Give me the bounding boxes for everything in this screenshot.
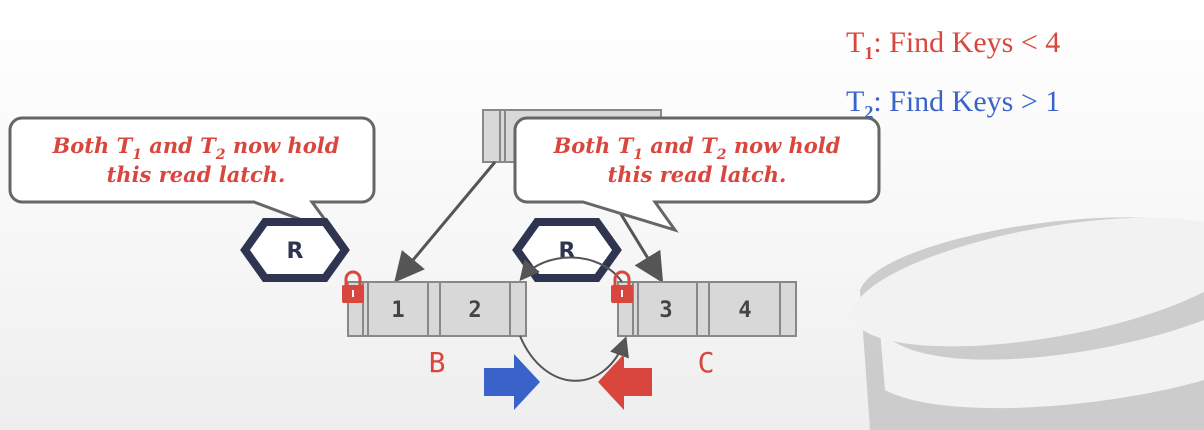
t2-title: T2: Find Keys > 1 [846,85,1060,122]
sibling-arrow-b-to-c [519,335,629,382]
node-c-label: C [698,346,715,379]
svg-text:Both T1 and T2 now hold: Both T1 and T2 now hold [52,133,340,163]
callout-left: Both T1 and T2 now hold this read latch. [8,116,376,236]
t1-title: T1: Find Keys < 4 [846,26,1060,63]
lock-icon [342,270,364,303]
callout-right: Both T1 and T2 now hold this read latch. [513,116,881,233]
node-c: 3 4 [617,281,797,337]
node-c-key-3: 3 [659,298,672,323]
node-b: 1 2 [347,281,527,337]
lock-icon [611,270,633,303]
node-c-key-4: 4 [738,298,751,323]
blue-right-arrow-icon [484,354,540,410]
node-b-label: B [429,346,446,379]
red-left-arrow-icon [598,354,652,410]
svg-text:this read latch.: this read latch. [608,162,787,187]
read-latch-left: R [240,218,350,282]
root-to-b-arrow [394,161,497,283]
svg-text:R: R [287,239,304,264]
sibling-arrow-c-to-b [519,256,623,283]
svg-text:this read latch.: this read latch. [107,162,286,187]
svg-text:Both T1 and T2 now hold: Both T1 and T2 now hold [553,133,841,163]
node-b-key-2: 2 [468,298,481,323]
database-icon [852,217,1204,430]
node-b-key-1: 1 [391,298,404,323]
svg-text:R: R [559,239,576,264]
